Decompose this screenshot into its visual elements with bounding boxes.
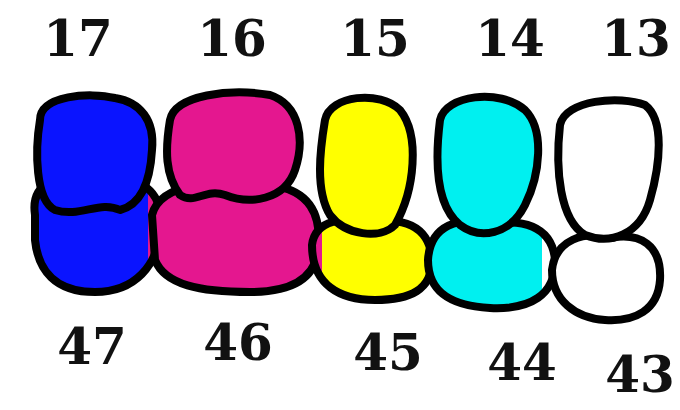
tooth-number: 43 xyxy=(605,350,675,400)
tooth-number: 45 xyxy=(353,328,423,378)
tooth-number: 15 xyxy=(340,14,410,64)
tooth-number: 47 xyxy=(57,322,127,372)
tooth-number: 16 xyxy=(197,14,267,64)
tooth-number: 14 xyxy=(475,14,545,64)
tooth-43 xyxy=(552,235,660,320)
tooth-number: 44 xyxy=(487,338,557,388)
tooth-14 xyxy=(437,97,538,233)
tooth-number: 17 xyxy=(43,14,113,64)
tooth-13 xyxy=(558,100,658,239)
tooth-17 xyxy=(37,95,152,212)
tooth-number: 46 xyxy=(203,318,273,368)
tooth-number: 13 xyxy=(601,14,671,64)
tooth-16 xyxy=(167,92,300,199)
tooth-15 xyxy=(320,98,413,234)
